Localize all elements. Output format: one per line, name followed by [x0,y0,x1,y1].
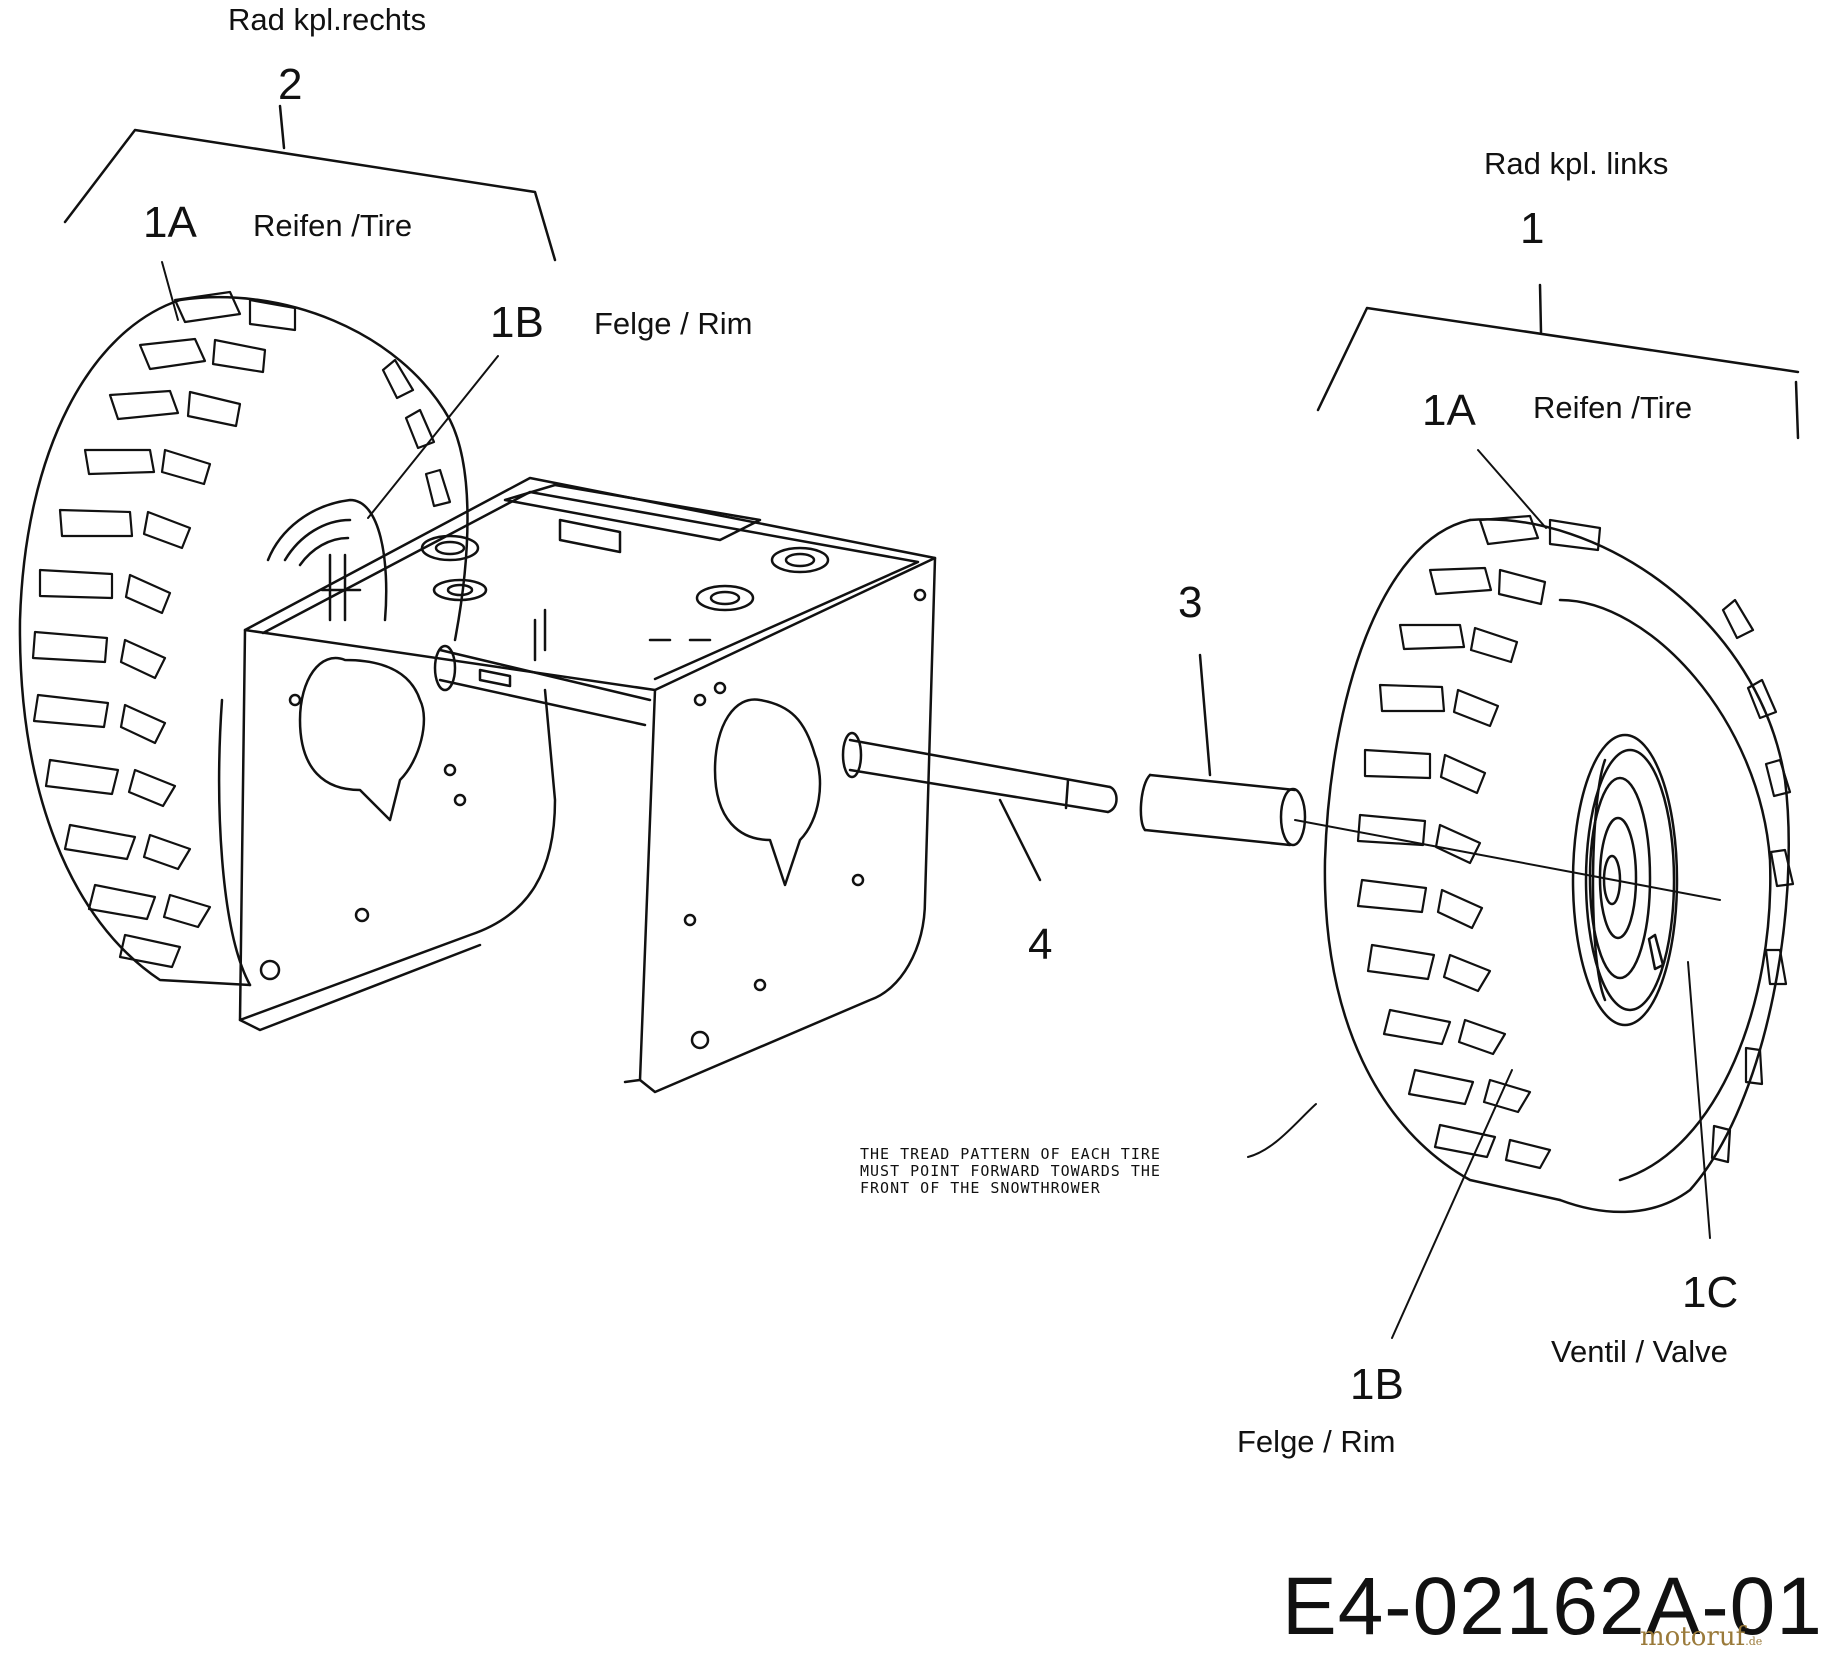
right-rim-part-number: 1B [490,298,544,347]
right-wheel-caption: Rad kpl.rechts [228,2,427,37]
watermark-logo: motoruf.de [1640,1622,1762,1652]
valve-label: Ventil / Valve [1551,1334,1728,1369]
right-tire-label: Reifen /Tire [253,208,413,243]
left-rim-label: Felge / Rim [1237,1424,1396,1459]
right-rim-label: Felge / Rim [594,306,753,341]
axle-part-number: 4 [1028,920,1053,969]
watermark-name: motoruf [1640,1622,1746,1652]
bracket-left-wheel [1316,283,1800,440]
right-tire-tread [31,290,452,969]
watermark-suffix: .de [1745,1635,1763,1648]
left-wheel [1323,514,1795,1214]
bracket-right-wheel [63,104,557,262]
tread-note-line-2: MUST POINT FORWARD TOWARDS THE [860,1162,1161,1180]
frame-housing [238,476,937,1094]
left-rim [1571,733,1679,1027]
left-rim-part-number: 1B [1350,1360,1404,1409]
left-tire-part-number: 1A [1422,386,1476,435]
axle-stub [433,644,652,727]
diagram-code: E4-02162A-01 [1282,1561,1823,1652]
right-tire [18,290,469,987]
tread-note-line-3: FRONT OF THE SNOWTHROWER [860,1179,1101,1197]
spacer-part-number: 3 [1178,578,1203,627]
left-tire [1323,514,1795,1214]
valve-stem [1647,933,1665,971]
right-tire-part-number: 1A [143,198,197,247]
left-wheel-part-number: 1 [1520,204,1545,253]
axle-shaft [841,731,1118,882]
left-tire-tread [1356,514,1795,1170]
tread-note-line-1: THE TREAD PATTERN OF EACH TIRE [860,1145,1161,1163]
left-tire-label: Reifen /Tire [1533,390,1693,425]
right-rim [266,498,388,622]
right-wheel [18,290,469,987]
valve-part-number: 1C [1682,1268,1739,1317]
tread-direction-note: THE TREAD PATTERN OF EACH TIRE MUST POIN… [860,1146,1161,1197]
right-wheel-part-number: 2 [278,60,303,109]
leader-lines [161,261,1711,1339]
left-wheel-caption: Rad kpl. links [1484,146,1669,181]
